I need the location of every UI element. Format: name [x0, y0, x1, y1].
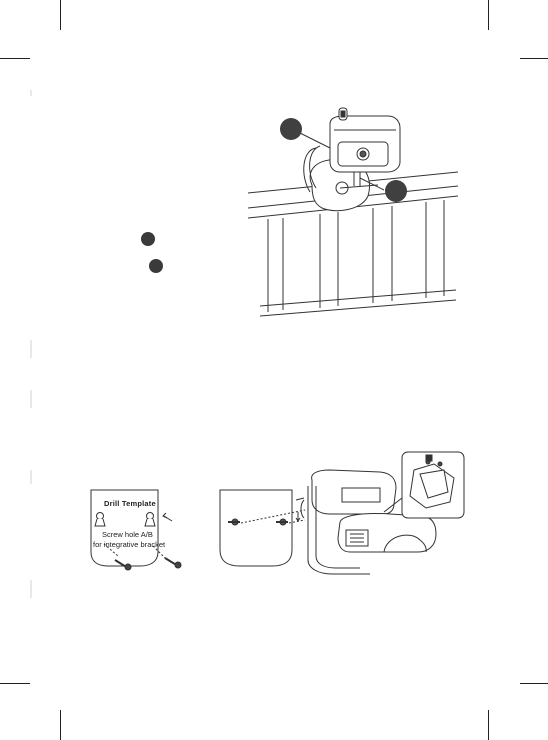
template-screw-hole-label: Screw hole A/B — [102, 530, 153, 539]
template-bracket-label: for integrative bracket — [93, 540, 165, 549]
template-title: Drill Template — [104, 499, 156, 508]
